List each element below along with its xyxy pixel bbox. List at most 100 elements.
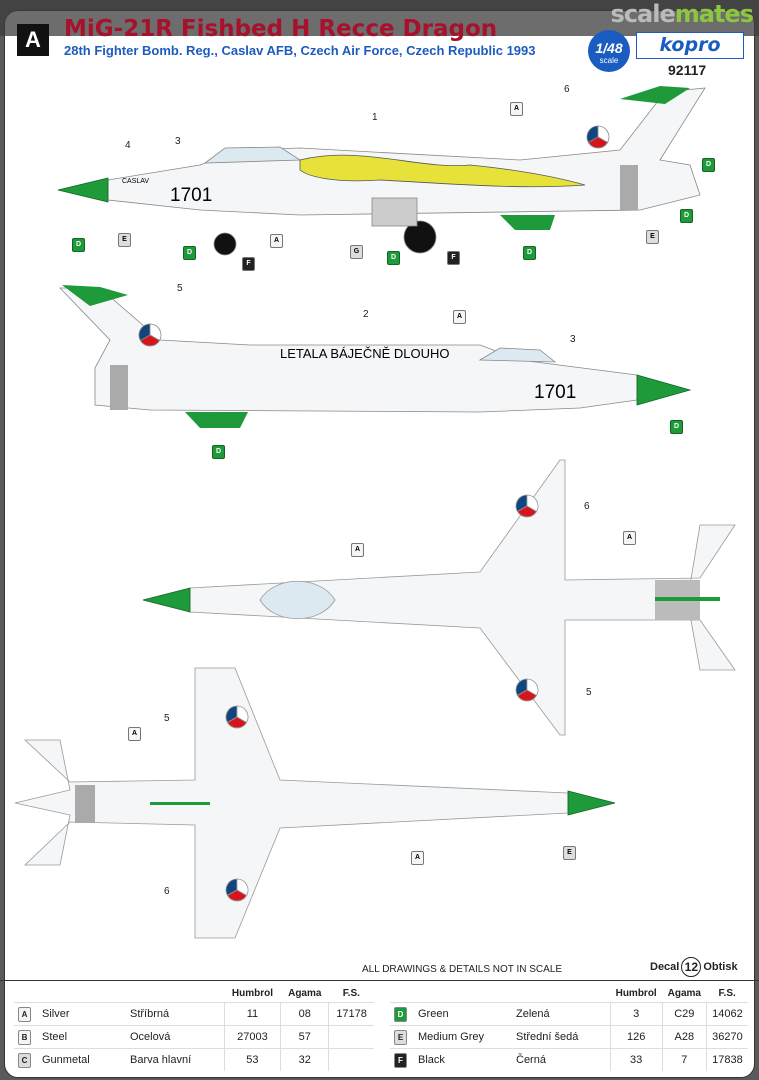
paint-can-icon: A (510, 102, 523, 116)
fs-code: 14062 (705, 1002, 748, 1026)
paint-name-cz: Ocelová (126, 1025, 224, 1049)
page-subtitle: 28th Fighter Bomb. Reg., Caslav AFB, Cze… (64, 43, 536, 58)
decal-number: Decal 12 Obtisk (650, 957, 738, 977)
paint-can-icon: F (242, 257, 255, 271)
decal-label-cz: Obtisk (703, 961, 738, 973)
top-view (142, 459, 736, 736)
side-view-left (57, 86, 706, 256)
paint-can-icon: E (394, 1029, 407, 1045)
callout-number: 5 (164, 713, 170, 724)
callout-number: 1 (372, 112, 378, 123)
paint-can-icon: A (453, 310, 466, 324)
paint-can-icon: D (183, 246, 196, 260)
paint-name-cz: Černá (512, 1048, 610, 1071)
paint-can-icon: C (18, 1052, 31, 1068)
paint-row: C Gunmetal Barva hlavní 53 32 (14, 1048, 374, 1071)
callout-number: 6 (584, 501, 590, 512)
paint-can-icon: F (447, 251, 460, 265)
paint-table-left: Humbrol Agama F.S. A Silver Stříbrná 11 08… (14, 984, 374, 1071)
paint-can-icon: E (646, 230, 659, 244)
fs-code: 36270 (705, 1025, 748, 1049)
paint-row: A Silver Stříbrná 11 08 17178 (14, 1002, 374, 1026)
paint-can-icon: D (680, 209, 693, 223)
callout-number: 6 (164, 886, 170, 897)
paint-can-icon: A (623, 531, 636, 545)
paint-can-icon: E (563, 846, 576, 860)
humbrol-code: 33 (609, 1048, 663, 1071)
fs-code: 17838 (705, 1048, 748, 1071)
paint-name-en: Black (414, 1048, 512, 1071)
paint-name-en: Gunmetal (38, 1048, 126, 1071)
paint-row: D Green Zelená 3 C29 14062 (390, 1002, 748, 1026)
header-humbrol: Humbrol (231, 987, 273, 999)
agama-code: 32 (280, 1048, 329, 1071)
agama-code: 57 (280, 1025, 329, 1049)
paint-can-icon: E (118, 233, 131, 247)
paint-row: F Black Černá 33 7 17838 (390, 1048, 748, 1071)
page-title: MiG-21R Fishbed H Recce Dragon (64, 16, 498, 42)
callout-number: 2 (363, 309, 369, 320)
fs-code (328, 1025, 374, 1049)
paint-name-en: Green (414, 1002, 512, 1026)
paint-name-cz: Barva hlavní (126, 1048, 224, 1071)
paint-table-right: Humbrol Agama F.S. D Green Zelená 3 C29 14… (390, 984, 748, 1071)
callout-number: 5 (586, 687, 592, 698)
slogan: LETALA BÁJEČNĚ DLOUHO (280, 346, 450, 361)
humbrol-code: 27003 (223, 1025, 281, 1049)
callout-number: 3 (175, 136, 181, 147)
humbrol-code: 11 (223, 1002, 281, 1026)
paint-can-icon: D (212, 445, 225, 459)
paint-can-icon: D (72, 238, 85, 252)
agama-code: 08 (280, 1002, 329, 1026)
paint-name-en: Medium Grey (414, 1025, 512, 1049)
divider (0, 980, 759, 981)
watermark-part2: mates (674, 0, 754, 28)
watermark-logo: scalemates (610, 0, 754, 28)
header-fs.: F.S. (718, 987, 736, 999)
callout-number: 5 (177, 283, 183, 294)
callout-number: 4 (125, 140, 131, 151)
callout-number: 6 (564, 84, 570, 95)
header-fs.: F.S. (342, 987, 360, 999)
paint-can-icon: D (702, 158, 715, 172)
fs-code: 17178 (328, 1002, 374, 1026)
paint-name-en: Steel (38, 1025, 126, 1049)
paint-can-icon: B (18, 1029, 31, 1045)
decal-label: Decal (650, 961, 680, 973)
side-view-right (59, 285, 692, 428)
agama-code: A28 (661, 1025, 707, 1049)
aircraft-drawings: 1701 CASLAV LETALA BÁJEČNĚ DLOUHO 1701 (14, 86, 736, 939)
scale-value: 1/48 (595, 40, 623, 56)
decal-number-circle: 12 (681, 957, 702, 977)
paint-can-icon: D (394, 1006, 407, 1022)
scale-word: scale (599, 56, 619, 65)
paint-name-en: Silver (38, 1002, 126, 1026)
paint-can-icon: G (350, 245, 363, 259)
serial-side2: 1701 (534, 382, 576, 403)
fs-code (328, 1048, 374, 1071)
watermark-band (0, 0, 759, 36)
paint-can-icon: F (394, 1052, 407, 1068)
paint-name-cz: Zelená (512, 1002, 610, 1026)
humbrol-code: 126 (609, 1025, 663, 1049)
humbrol-code: 3 (609, 1002, 663, 1026)
paint-can-icon: D (670, 420, 683, 434)
scheme-badge: A (17, 24, 49, 56)
base-name: CASLAV (122, 178, 149, 185)
header-agama: Agama (288, 987, 322, 999)
paint-row: E Medium Grey Střední šedá 126 A28 36270 (390, 1025, 748, 1049)
paint-name-cz: Stříbrná (126, 1002, 224, 1026)
paint-can-icon: A (128, 727, 141, 741)
paint-can-icon: A (18, 1006, 31, 1022)
paint-row: B Steel Ocelová 27003 57 (14, 1025, 374, 1049)
paint-can-icon: A (411, 851, 424, 865)
watermark-part1: scale (610, 0, 676, 28)
kit-code: 92117 (668, 62, 707, 78)
paint-can-icon: A (270, 234, 283, 248)
header-agama: Agama (667, 987, 701, 999)
header-humbrol: Humbrol (615, 987, 657, 999)
paint-name-cz: Střední šedá (512, 1025, 610, 1049)
agama-code: C29 (661, 1002, 707, 1026)
